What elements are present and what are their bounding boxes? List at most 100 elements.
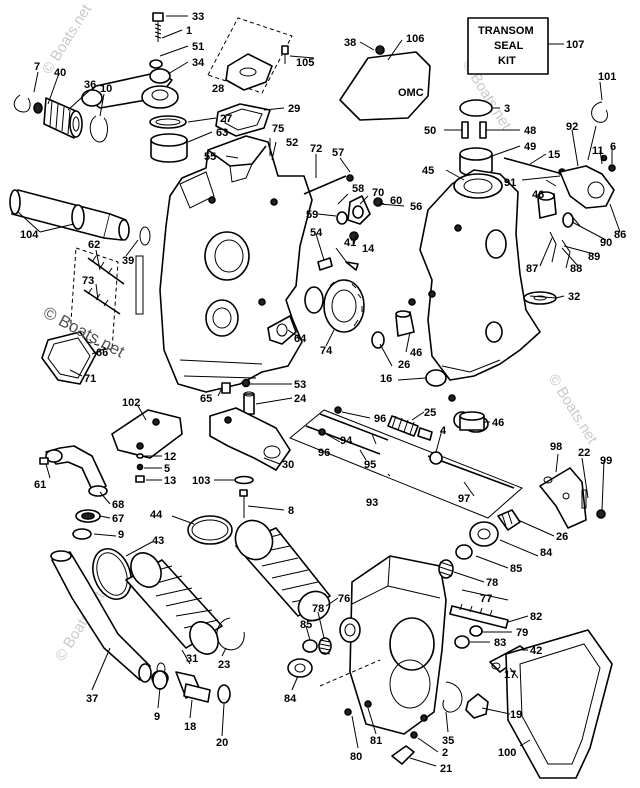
callout-23: 23	[218, 659, 230, 671]
small-parts-housing	[221, 174, 383, 415]
callout-labels: 33 1 51 34 7 40 36 10 27 63 55 28 29 75 …	[20, 11, 626, 775]
callout-43: 43	[152, 535, 164, 547]
callout-85b: 85	[300, 619, 312, 631]
callout-37: 37	[86, 693, 98, 705]
steering-arm-part	[559, 154, 616, 209]
callout-42: 42	[530, 645, 542, 657]
callout-51: 51	[192, 41, 204, 53]
steering-link-part	[81, 59, 179, 109]
callout-48: 48	[524, 125, 536, 137]
callout-96a: 96	[374, 413, 386, 425]
watermark-text: © Boats.net	[39, 1, 96, 77]
callout-14: 14	[362, 243, 375, 255]
callout-50: 50	[424, 125, 436, 137]
callout-73: 73	[82, 275, 94, 287]
hose-clamp-part	[92, 515, 233, 600]
callout-58: 58	[352, 183, 364, 195]
kit-box-line1: TRANSOM	[478, 25, 534, 37]
callout-21: 21	[440, 763, 452, 775]
water-fitting-part	[152, 670, 231, 704]
callout-25: 25	[424, 407, 436, 419]
circlip-part	[216, 617, 245, 651]
callout-60: 60	[390, 195, 402, 207]
callout-91: 91	[504, 177, 516, 189]
watermark-text: © Boats.net	[545, 371, 602, 447]
callout-80: 80	[350, 751, 362, 763]
seal-rings-part	[149, 115, 188, 163]
part-drawings: OMC TRANSOM SEAL KIT	[9, 12, 616, 779]
cover-plate-part	[207, 17, 293, 94]
gasket-71-part	[41, 331, 97, 385]
kit-box-line2: SEAL	[494, 40, 524, 52]
small-bellows-part	[13, 94, 108, 143]
callout-92: 92	[566, 121, 578, 133]
callout-81: 81	[370, 735, 382, 747]
callout-30: 30	[282, 459, 294, 471]
callout-85a: 85	[510, 563, 522, 575]
callout-57: 57	[332, 147, 344, 159]
callout-3: 3	[504, 103, 510, 115]
callout-46a: 46	[532, 189, 544, 201]
small-bits-part	[344, 708, 418, 765]
callout-11: 11	[592, 145, 604, 157]
callout-10: 10	[100, 83, 112, 95]
callout-93: 93	[366, 497, 378, 509]
bushing-shaft-part	[459, 147, 571, 177]
callout-67: 67	[112, 513, 124, 525]
elbow-fitting-part	[39, 445, 108, 540]
callout-100: 100	[498, 747, 516, 759]
callout-101: 101	[598, 71, 616, 83]
callout-26a: 26	[398, 359, 410, 371]
callout-72: 72	[310, 143, 322, 155]
callout-107: 107	[566, 39, 584, 51]
kit-box-line3: KIT	[498, 55, 516, 67]
swivel-housing-part: OMC	[339, 45, 431, 121]
callout-87: 87	[526, 263, 538, 275]
callout-104: 104	[20, 229, 39, 241]
callout-76: 76	[338, 593, 350, 605]
callout-35: 35	[442, 735, 454, 747]
callout-6: 6	[610, 141, 616, 153]
oring-pins-part	[459, 99, 493, 139]
callout-29: 29	[288, 103, 300, 115]
callout-12: 12	[164, 451, 176, 463]
callout-39: 39	[122, 255, 134, 267]
callout-105: 105	[296, 57, 314, 69]
washer-spring-part	[287, 521, 499, 678]
callout-27: 27	[220, 113, 232, 125]
callout-75: 75	[272, 123, 284, 135]
callout-82: 82	[530, 611, 542, 623]
callout-54: 54	[310, 227, 323, 239]
callout-49: 49	[524, 141, 536, 153]
callout-19: 19	[510, 709, 522, 721]
callout-5: 5	[164, 463, 170, 475]
callout-8: 8	[288, 505, 294, 517]
callout-18: 18	[184, 721, 196, 733]
callout-36: 36	[84, 79, 96, 91]
callout-70: 70	[372, 187, 384, 199]
callout-96b: 96	[318, 447, 330, 459]
callout-97: 97	[458, 493, 470, 505]
callout-55: 55	[204, 151, 216, 163]
callout-41: 41	[344, 237, 356, 249]
callout-84a: 84	[540, 547, 553, 559]
callout-68: 68	[112, 499, 124, 511]
gimbal-housing-part	[159, 135, 313, 393]
shift-bracket-part	[111, 407, 291, 471]
callout-40: 40	[54, 67, 66, 79]
leader-lines	[17, 15, 621, 767]
callout-33: 33	[192, 11, 204, 23]
callout-46b: 46	[410, 347, 422, 359]
callout-74: 74	[320, 345, 333, 357]
callout-77: 77	[480, 593, 492, 605]
callout-98: 98	[550, 441, 562, 453]
callout-71: 71	[84, 373, 96, 385]
callout-38: 38	[344, 37, 356, 49]
bushing-set-part	[371, 191, 581, 431]
callout-7: 7	[34, 61, 40, 73]
callout-44: 44	[150, 509, 163, 521]
callout-15: 15	[548, 149, 560, 161]
gimbal-ring-part	[408, 169, 541, 381]
callout-66: 66	[96, 347, 108, 359]
